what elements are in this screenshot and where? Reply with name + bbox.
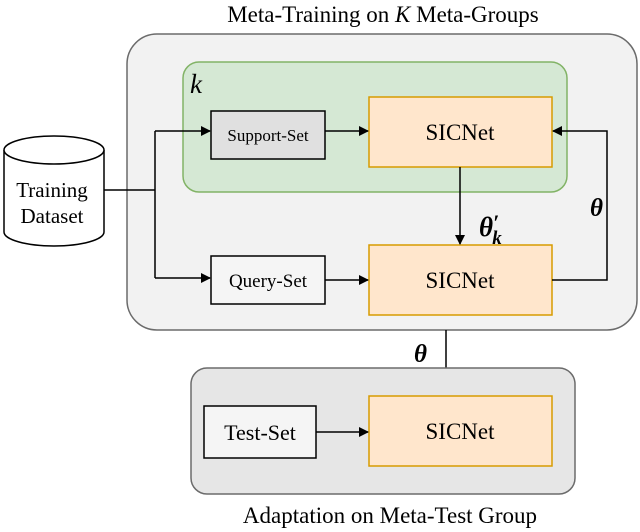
meta-training-arrows [325, 126, 608, 285]
test-set-label: Test-Set [224, 420, 296, 445]
adaptation-title: Adaptation on Meta-Test Group [243, 503, 537, 528]
dataset-connectors [104, 126, 211, 283]
sicnet-test-label: SICNet [426, 419, 496, 444]
meta-training-title: Meta-Training on K Meta-Groups [227, 2, 539, 27]
sicnet-outer-box [368, 244, 553, 316]
sicnet-test-box [368, 395, 553, 467]
query-set-box [210, 255, 326, 305]
training-dataset-label-line2: Dataset [21, 204, 84, 228]
support-set-box [210, 110, 326, 160]
training-dataset-label-line1: Training [16, 178, 88, 202]
theta-feedback-label: θ [590, 195, 603, 222]
sicnet-inner-box [368, 96, 553, 168]
sicnet-inner-label: SICNet [426, 120, 496, 145]
sicnet-outer-label: SICNet [426, 268, 496, 293]
theta-transfer-label: θ [414, 341, 427, 368]
support-set-label: Support-Set [227, 126, 309, 145]
theta-k-prime-label: θ′k [479, 210, 502, 249]
query-set-label: Query-Set [229, 271, 308, 292]
meta-group-label: k [190, 69, 203, 99]
training-dataset-database [3, 135, 105, 247]
